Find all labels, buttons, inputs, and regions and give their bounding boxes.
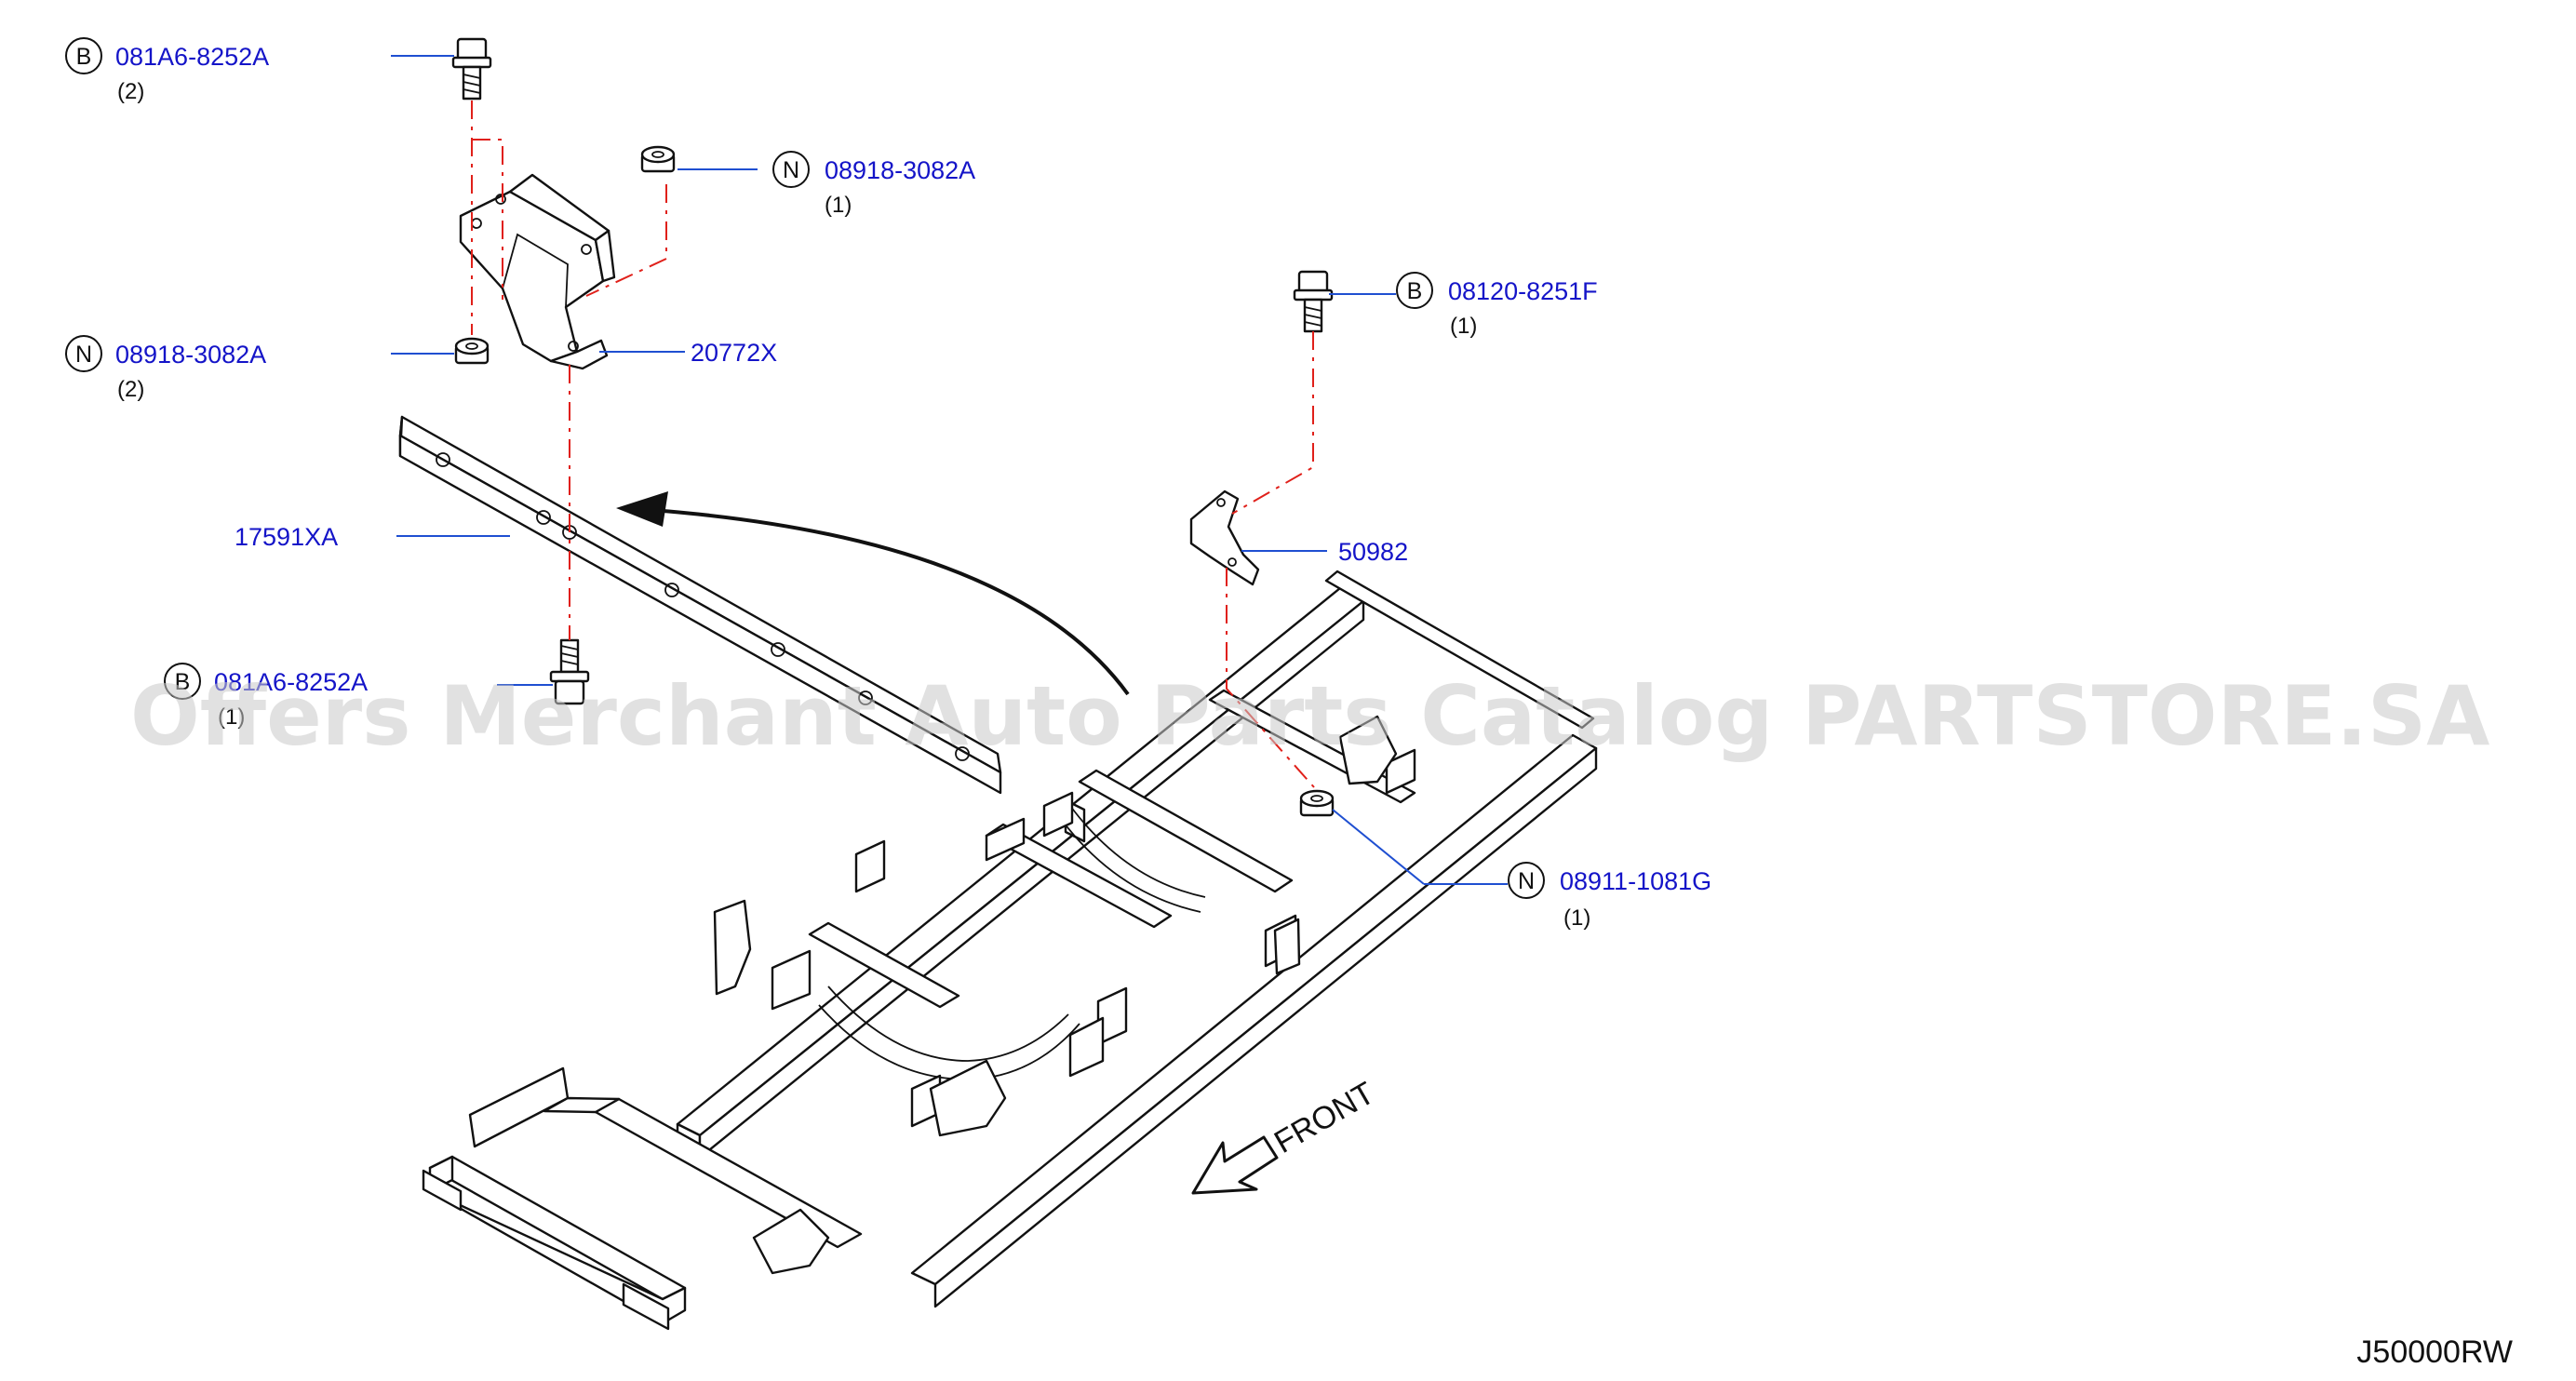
callout-letter-badge: B xyxy=(1407,278,1423,304)
diagram-reference-code: J50000RW xyxy=(2356,1334,2513,1370)
chassis-frame xyxy=(422,570,1598,1331)
callout-nut-08911-1081g: N 08911-1081G (1) xyxy=(1508,862,1711,931)
watermark-text: Offers Merchant Auto Parts Catalog PARTS… xyxy=(130,668,2489,764)
part-label-clip[interactable]: 50982 xyxy=(1338,538,1408,566)
part-number-label[interactable]: 08120-8251F xyxy=(1448,277,1598,305)
callout-bolt-081a6-8252a-top: B 081A6-8252A (2) xyxy=(65,37,269,104)
nut-icon xyxy=(454,337,490,365)
clip-part-50982 xyxy=(1189,489,1260,586)
part-number-label[interactable]: 08918-3082A xyxy=(115,341,266,369)
callout-letter-badge: N xyxy=(75,342,92,368)
part-label-bracket[interactable]: 20772X xyxy=(691,339,777,367)
callout-nut-08918-3082a-left: N 08918-3082A (2) xyxy=(65,335,266,402)
callout-nut-08918-3082a-top: N 08918-3082A (1) xyxy=(772,151,975,218)
quantity-label: (1) xyxy=(218,704,245,730)
bracket-part-20772x xyxy=(459,173,616,370)
front-label: FRONT xyxy=(1268,1075,1380,1160)
bolt-icon xyxy=(549,638,590,705)
quantity-label: (2) xyxy=(117,79,144,104)
part-number-label[interactable]: 08918-3082A xyxy=(825,156,975,184)
part-number-label[interactable]: 081A6-8252A xyxy=(214,668,368,696)
relocation-arrow xyxy=(616,491,1130,696)
part-label-rail[interactable]: 17591XA xyxy=(235,523,338,551)
bolt-icon xyxy=(1293,270,1334,333)
part-number-label[interactable]: 081A6-8252A xyxy=(115,43,269,71)
quantity-label: (1) xyxy=(1563,905,1590,931)
rail-part-17591xa xyxy=(398,415,1002,795)
quantity-label: (2) xyxy=(117,377,144,402)
callout-letter-badge: B xyxy=(175,669,191,695)
nut-icon xyxy=(1299,789,1335,817)
front-direction-indicator: FRONT xyxy=(1191,1075,1380,1195)
callout-bolt-08120-8251f: B 08120-8251F (1) xyxy=(1396,272,1598,339)
quantity-label: (1) xyxy=(825,193,852,218)
part-number-label[interactable]: 08911-1081G xyxy=(1560,867,1711,895)
callout-bolt-081a6-8252a-lower: B 081A6-8252A (1) xyxy=(164,663,368,730)
leader-lines xyxy=(391,55,1508,885)
assembly-centerlines xyxy=(471,101,1315,788)
front-arrow-icon xyxy=(1191,1135,1279,1195)
bolt-icon xyxy=(451,37,492,101)
callout-letter-badge: B xyxy=(76,44,92,70)
nut-icon xyxy=(640,145,676,173)
callout-letter-badge: N xyxy=(1518,868,1535,894)
callout-letter-badge: N xyxy=(783,157,799,183)
quantity-label: (1) xyxy=(1450,314,1477,339)
